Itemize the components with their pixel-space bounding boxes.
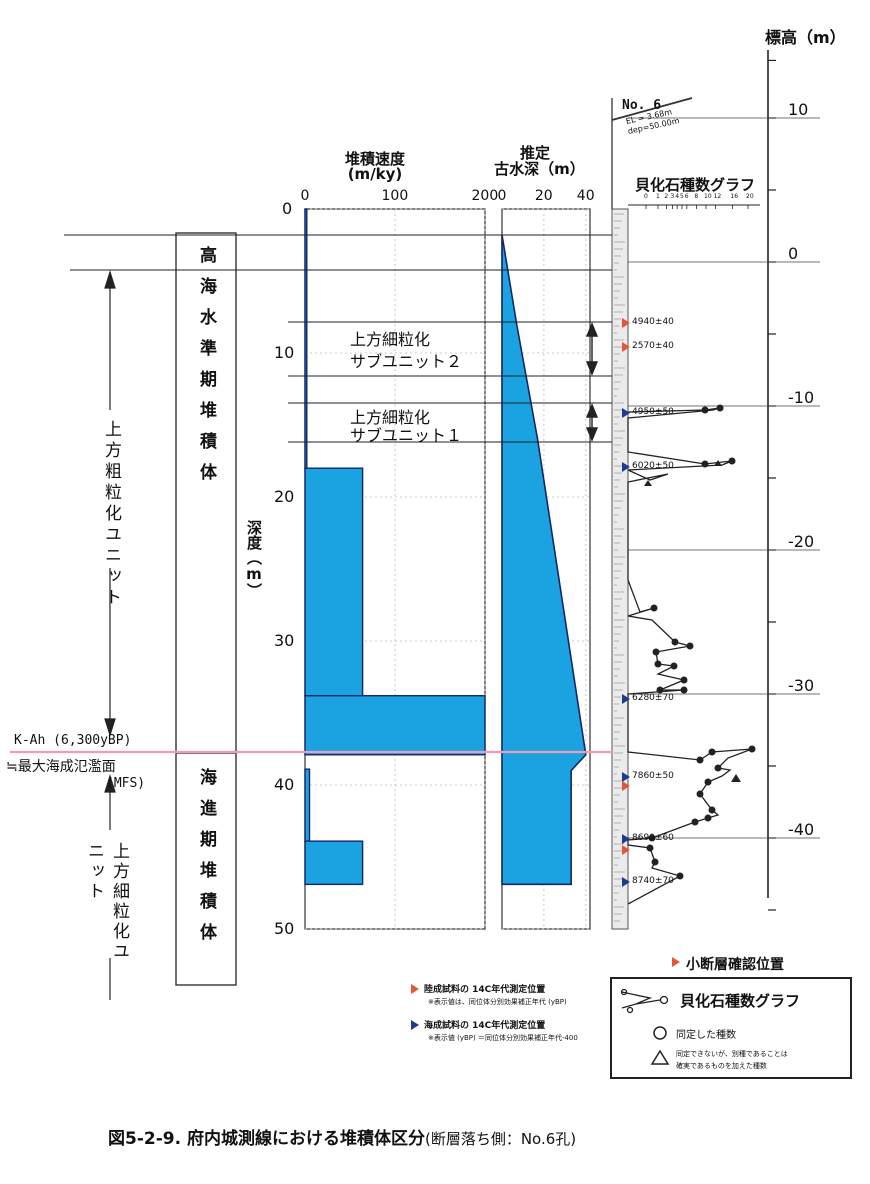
shell-axis [628,204,760,209]
elevation-label: -20 [788,532,815,551]
rate-x-tick: 200 [471,188,499,204]
subunit1-line1: 上方細粒化 [350,408,431,427]
depth-y-tick: 30 [274,631,295,650]
shell-x-tick: 10 [704,193,712,200]
rate-step-bar [304,695,486,756]
core-strip [611,208,629,930]
shell-x-tick: 20 [746,193,754,200]
core-texture [614,213,625,922]
rate-chart-title: 堆積速度 [344,150,405,168]
mfs-abbrev: (MFS) [106,776,146,791]
subunit2-line1: 上方細粒化 [350,330,431,349]
shell-x-tick: 1 [656,193,660,200]
kah-label: K-Ah (6,300yBP) [14,733,132,748]
shell-x-tick: 0 [644,193,648,200]
age-label: 2570±40 [632,341,674,351]
elevation-label: 0 [788,244,799,263]
transgressive-unit-label: 海進期堆積体 [196,768,216,954]
fining-arrow [104,773,116,1000]
rate-x-tick: 100 [381,188,409,204]
rate-x-tick: 0 [300,188,310,204]
age-label: 8690±60 [632,833,674,843]
rate-step-bar [304,467,364,697]
fault-legend-label: 小断層確認位置 [686,957,784,973]
shell-count-triangles [644,460,741,782]
triangle-legend-line1: 同定できないが、別種であることは [676,1050,788,1058]
land-legend-title: 陸成試料の 14C年代測定位置 [424,985,546,995]
shell-x-tick: 12 [713,193,722,200]
elevation-label: 10 [788,100,809,119]
shell-x-tick: 16 [730,193,739,200]
age-label: 4950±50 [632,407,674,417]
coarsening-unit-label: 上方粗粒化ユニット [101,420,121,609]
rate-step-bar [304,208,308,469]
age-label: 4940±40 [632,317,674,327]
triangle-legend-icon [650,1049,670,1065]
elevation-title: 標高（m） [765,28,846,47]
land-legend-note: ※表示値は、同位体分別効果補正年代 (yBP) [428,998,567,1006]
shell-chart-title: 貝化石種数グラフ [634,176,755,194]
coarsening-arrow [104,269,116,738]
shell-x-tick: 4 [675,193,680,200]
mfs-label: ≒最大海成氾濫面 [6,759,116,775]
depth-chart-title: 推定 [519,144,550,162]
transgressive-unit-box [175,752,237,986]
age-label: 6020±50 [632,461,674,471]
rate-area [304,208,486,886]
subunit1-arrow [585,403,599,442]
circle-legend-label: 同定した種数 [676,1030,736,1041]
shell-legend-symbol [620,988,669,1014]
subunit1-line2: サブユニット１ [350,426,463,445]
subunit2-line2: サブユニット２ [350,352,463,371]
rate-step-bar [304,840,364,886]
shell-x-tick: 3 [670,193,675,200]
paleodepth-area-path [501,234,587,886]
marine-legend-note: ※表示値 (yBP) ＝同位体分別効果補正年代-400 [428,1034,578,1042]
caption-main: 図5-2-9. 府内城測線における堆積体区分 [108,1129,425,1149]
marine-legend-marker [411,1020,419,1030]
elevation-label: -40 [788,820,815,839]
rate-chart-unit: (m/ky) [347,165,403,183]
shell-x-tick: 8 [694,193,699,200]
subunit2-arrow [585,322,599,376]
shell-x-tick: 5 [680,193,684,200]
depth-y-tick: 40 [274,775,295,794]
depth-y-tick: 0 [282,199,293,218]
elevation-label: -10 [788,388,815,407]
shell-legend-box [610,977,852,1079]
depth-y-tick: 10 [274,343,295,362]
depth-area [501,234,587,886]
shell-legend-title: 貝化石種数グラフ [680,992,801,1010]
borehole-name: No. 6 [622,98,662,113]
caption-sub: (断層落ち側：No.6孔) [424,1130,577,1148]
depth-y-tick: 20 [274,487,295,506]
depth-axis-label: 深度（m） [245,520,263,598]
paleodepth-x-tick: 40 [576,188,595,204]
shell-x-tick: 2 [664,193,669,200]
paleodepth-x-tick: 20 [534,188,553,204]
land-legend-marker [411,984,419,994]
age-label: 8740±70 [632,876,674,886]
depth-chart-title2: 古水深（m） [494,160,585,178]
elevation-label: -30 [788,676,815,695]
marine-legend-title: 海成試料の 14C年代測定位置 [424,1021,546,1031]
fault-legend-marker [672,957,680,967]
shell-count-points [646,404,756,880]
shell-x-tick: 6 [684,193,689,200]
depth-y-tick: 50 [274,919,295,938]
triangle-legend-line2: 確実であるものを加えた種数 [676,1062,767,1070]
age-label: 6280±70 [632,693,674,703]
paleodepth-x-tick: 0 [497,188,507,204]
age-markers [622,318,630,887]
age-label: 7860±50 [632,771,674,781]
circle-legend-icon [653,1026,667,1040]
rate-step-bar [304,768,311,842]
fining-unit-label: 上方細粒化ユニット [84,842,129,962]
borehole-leader [611,97,693,121]
elevation-ticks [628,59,820,911]
highstand-unit-label: 高海水準期堆積体 [196,246,216,494]
figure-caption: 図5-2-9. 府内城測線における堆積体区分(断層落ち側：No.6孔) [108,1124,576,1149]
